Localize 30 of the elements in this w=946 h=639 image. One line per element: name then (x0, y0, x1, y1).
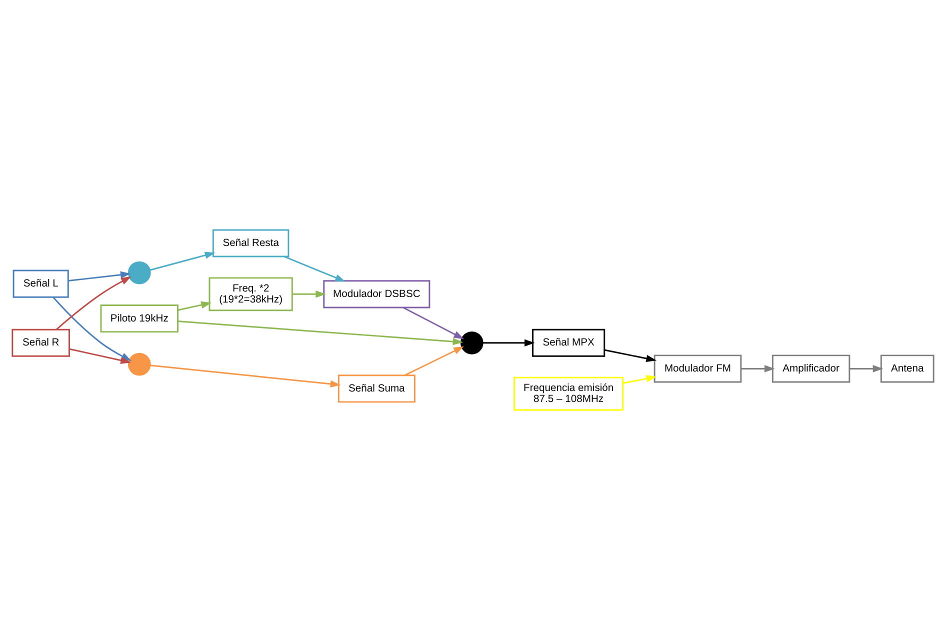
arrow (178, 300, 212, 310)
node-circle (460, 330, 484, 354)
node-box: Piloto 19kHz (100, 304, 178, 332)
arrow (604, 348, 657, 362)
node-box: Modulador FM (654, 354, 742, 382)
node-circle (128, 260, 151, 284)
node-box: Señal MPX (532, 328, 606, 356)
arrow (402, 306, 464, 339)
arrow (622, 374, 657, 384)
node-box: Freq. *2 (19*2=38kHz) (208, 276, 293, 311)
arrow (741, 364, 775, 372)
arrow (178, 320, 464, 345)
node-box: Frequencia emisión 87.5 – 108MHz (514, 376, 624, 410)
node-box: Señal Resta (212, 228, 290, 257)
arrow (68, 270, 131, 282)
node-box: Señal L (12, 269, 69, 298)
arrow (482, 338, 535, 346)
node-box: Señal R (12, 328, 70, 356)
arrow (150, 364, 341, 388)
node-box: Amplificador (772, 354, 850, 382)
arrow (56, 276, 132, 330)
node-box: Antena (880, 354, 934, 382)
arrow (284, 255, 346, 282)
node-box: Señal Suma (338, 374, 416, 402)
arrow (150, 251, 216, 270)
node-circle (128, 352, 151, 376)
arrow (850, 364, 884, 372)
arrow (292, 290, 326, 298)
node-box: Modulador DSBSC (323, 280, 430, 308)
arrow (404, 346, 464, 376)
